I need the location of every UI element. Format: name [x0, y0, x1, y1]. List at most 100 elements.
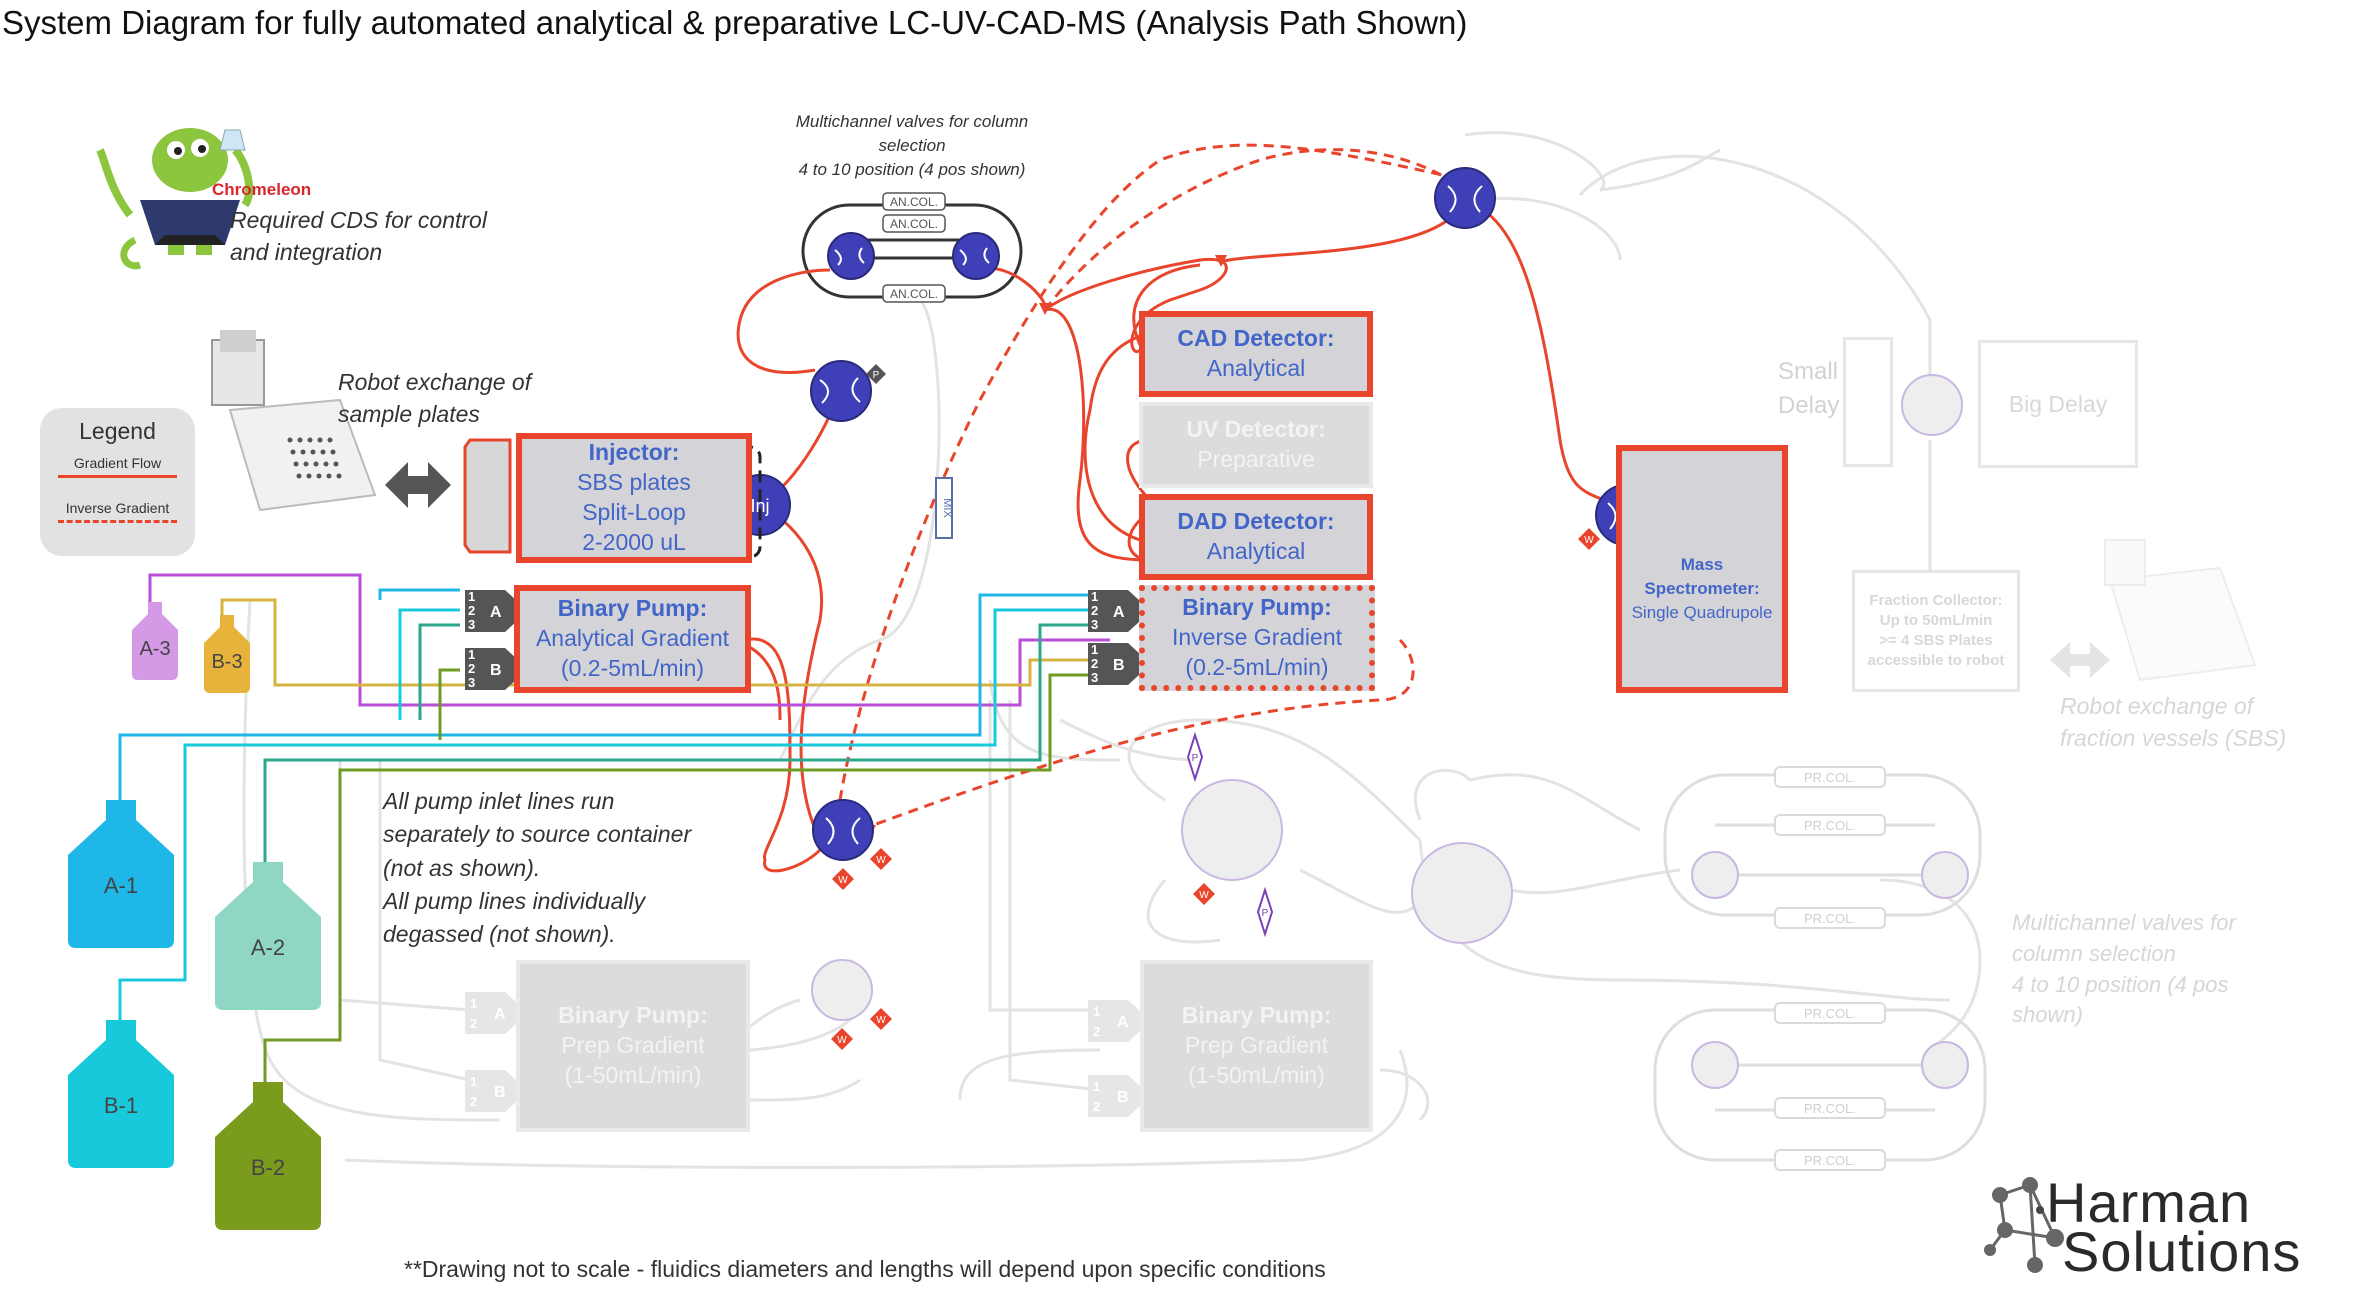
prep-fraction-valve[interactable]: [1181, 779, 1283, 881]
dad-detector-box[interactable]: DAD Detector: Analytical: [1139, 494, 1373, 580]
bottle-b1: B-1: [68, 1020, 174, 1168]
pump-inlet-lines: [118, 573, 1110, 1085]
detector-title: UV Detector:: [1186, 416, 1326, 443]
pump-line: Prep Gradient: [561, 1032, 705, 1059]
analytical-column-label: AN.COL.: [890, 287, 938, 301]
prep-column-label: PR.COL.: [1804, 1101, 1856, 1116]
waste-label: W: [1199, 890, 1209, 901]
port-letter: B: [1117, 1089, 1129, 1106]
column-select-valve-left[interactable]: [827, 232, 875, 280]
fraction-line: accessible to robot: [1867, 652, 2005, 670]
ms-line: Single Quadrupole: [1631, 602, 1773, 622]
pump-inverse-box[interactable]: Binary Pump: Inverse Gradient (0.2-5mL/m…: [1139, 585, 1375, 691]
prep-column-label: PR.COL.: [1804, 818, 1856, 833]
port-number: 1: [468, 647, 475, 662]
mass-spec-box[interactable]: Mass Spectrometer: Single Quadrupole: [1616, 445, 1788, 693]
inject-valve-label: Inj: [750, 496, 769, 516]
svg-text:P: P: [873, 370, 880, 381]
pressure-valve[interactable]: [810, 360, 872, 422]
robot-exchange-arrow: [385, 462, 451, 508]
plate-tray: [463, 438, 512, 554]
pump-prep-2-box[interactable]: Binary Pump: Prep Gradient (1-50mL/min): [1140, 960, 1373, 1132]
port-number: 2: [468, 661, 475, 676]
port-number: 2: [1091, 656, 1098, 671]
bottle-a2: A-2: [215, 862, 321, 1010]
analytical-mcv-note: Multichannel valves for column selection…: [795, 112, 1029, 179]
port-number: 2: [1093, 1099, 1100, 1114]
svg-text:P: P: [1192, 753, 1199, 764]
pump-analytical-box[interactable]: Binary Pump: Analytical Gradient (0.2-5m…: [514, 585, 751, 693]
port-number: 1: [1093, 1004, 1100, 1019]
port-letter: A: [490, 604, 502, 621]
bottle-b2: B-2: [215, 1082, 321, 1230]
analytical-column-labels: [882, 192, 946, 303]
pump-port-arrows: [465, 590, 1151, 690]
bottle-a1: A-1: [68, 800, 174, 948]
detector-line: Analytical: [1206, 355, 1306, 381]
pump-prep-1-box[interactable]: Binary Pump: Prep Gradient (1-50mL/min): [516, 960, 750, 1132]
port-number: 1: [1091, 642, 1098, 657]
column-select-valve-right[interactable]: [952, 232, 1000, 280]
port-number: 3: [468, 675, 475, 690]
prep-column-label: PR.COL.: [1804, 770, 1856, 785]
pump-inlet-note: All pump inlet lines run separately to s…: [383, 788, 692, 948]
fraction-robot-illustration: [2104, 539, 2257, 682]
cad-detector-box[interactable]: CAD Detector: Analytical: [1139, 311, 1373, 397]
legend-inverse-swatch: [58, 520, 177, 523]
pump-line: Prep Gradient: [1184, 1032, 1329, 1059]
injector-box[interactable]: Injector: SBS plates Split-Loop 2-2000 u…: [516, 433, 752, 563]
harman-logo-icon: [1984, 1177, 2064, 1273]
analytical-column-label: AN.COL.: [890, 217, 938, 231]
prep-column-valve[interactable]: [1921, 851, 1969, 899]
port-number: 3: [1091, 670, 1098, 685]
waste-label: W: [837, 1035, 847, 1046]
plate-robot-illustration: [211, 330, 377, 512]
prep-column-label: PR.COL.: [1804, 1006, 1856, 1021]
injector-title: Injector:: [588, 439, 680, 466]
fraction-line: >= 4 SBS Plates: [1879, 632, 1993, 649]
uv-detector-box[interactable]: UV Detector: Preparative: [1139, 402, 1373, 488]
detector-select-valve[interactable]: [1434, 167, 1496, 229]
detector-line: Analytical: [1206, 538, 1306, 564]
port-number: 3: [468, 617, 475, 632]
prep-selector-valve[interactable]: [1411, 842, 1513, 944]
waste-label: W: [876, 1015, 886, 1026]
legend-gradient-swatch: [58, 475, 177, 478]
prep-valves: [811, 374, 1969, 1089]
pump-line: (0.2-5mL/min): [560, 654, 705, 681]
port-letter: A: [1117, 1014, 1129, 1031]
pump-line: (0.2-5mL/min): [1185, 653, 1329, 680]
port-number: 2: [1093, 1024, 1100, 1039]
small-delay-label: Small Delay: [1778, 358, 1840, 419]
waste-label: W: [838, 875, 848, 886]
prep-inject-valve[interactable]: [811, 959, 873, 1021]
pump-title: Binary Pump:: [1181, 1002, 1332, 1029]
port-letter: B: [490, 662, 502, 679]
bottle-b3: B-3: [204, 615, 250, 693]
logo-line-1: Harman: [2046, 1171, 2252, 1234]
fraction-collector-box[interactable]: Fraction Collector: Up to 50mL/min >= 4 …: [1852, 570, 2020, 692]
prep-column-valve[interactable]: [1691, 851, 1739, 899]
big-delay-label: Big Delay: [2008, 390, 2108, 417]
port-letter: B: [1113, 657, 1125, 674]
port-letter: A: [494, 1006, 506, 1023]
prep-column-valve[interactable]: [1921, 1041, 1969, 1089]
waste-valve[interactable]: [812, 799, 874, 861]
chromeleon-note: Required CDS for control and integration: [230, 207, 487, 266]
pump-line: (1-50mL/min): [1188, 1061, 1325, 1088]
port-number: 1: [468, 589, 475, 604]
pump-title: Binary Pump:: [1182, 594, 1332, 621]
svg-text:MIX: MIX: [941, 498, 953, 518]
prep-column-label: PR.COL.: [1804, 911, 1856, 926]
waste-label: W: [1584, 535, 1594, 546]
ms-title: Mass: [1680, 555, 1724, 575]
waste-label: W: [876, 855, 886, 866]
delay-select-valve[interactable]: [1901, 374, 1963, 436]
footnote: **Drawing not to scale - fluidics diamet…: [404, 1256, 1326, 1282]
port-number: 1: [1091, 589, 1098, 604]
pump-line: (1-50mL/min): [564, 1061, 702, 1088]
detector-title: DAD Detector:: [1177, 508, 1335, 535]
port-number: 2: [470, 1016, 477, 1031]
prep-column-valve[interactable]: [1691, 1041, 1739, 1089]
bottle-a3: A-3: [132, 602, 178, 680]
